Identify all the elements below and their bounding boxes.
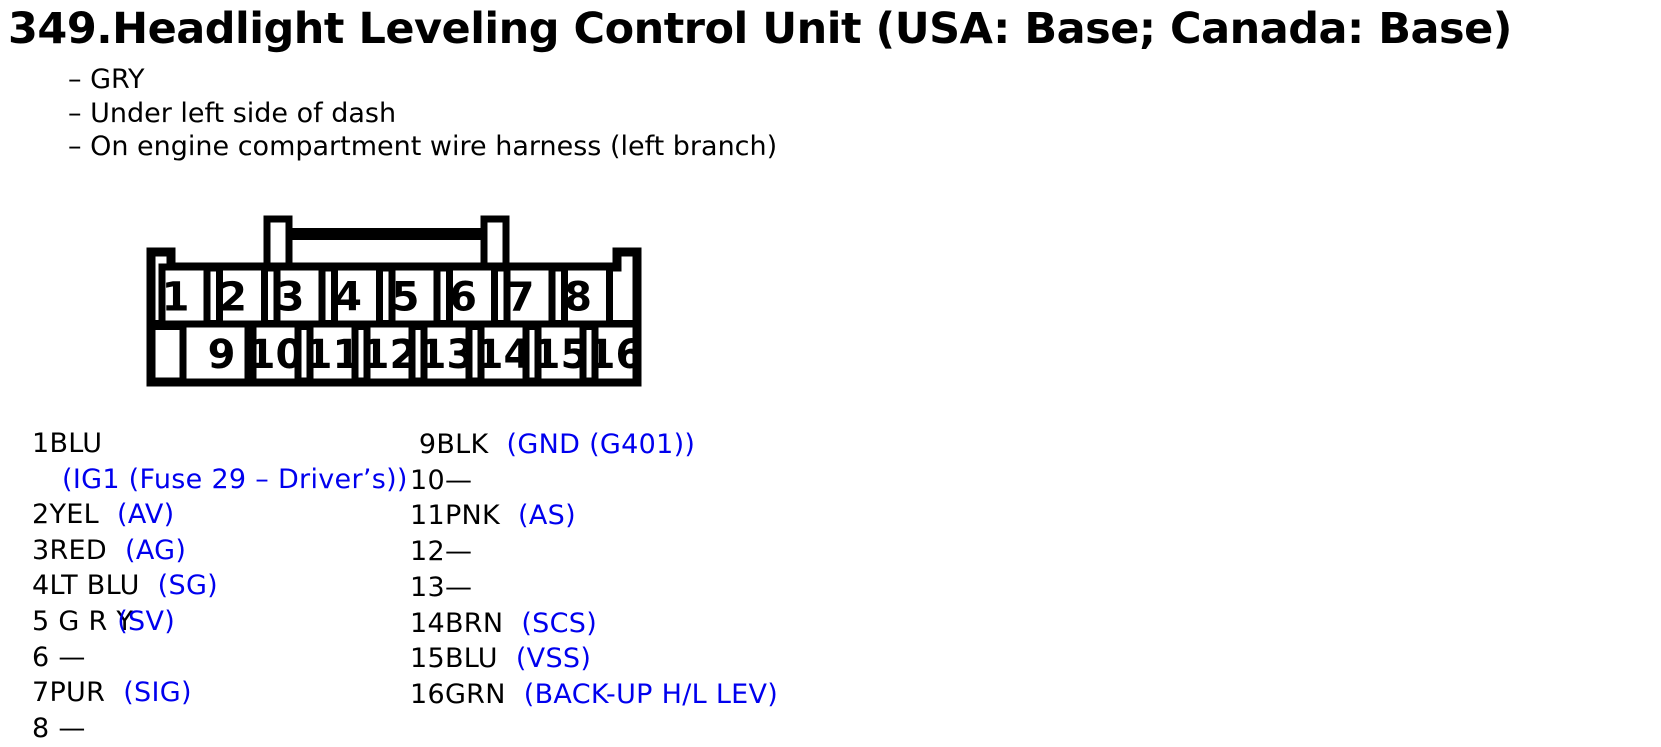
page-title: 349.Headlight Leveling Control Unit (USA… — [8, 4, 1512, 54]
connector-pin-cell — [534, 320, 587, 386]
connector-pin-number: 5 — [392, 275, 420, 321]
pin-label: 8 — — [32, 712, 86, 744]
bullet-item: – On engine compartment wire harness (le… — [68, 131, 778, 162]
pin-note: (SV) — [117, 605, 176, 637]
latch-bar — [286, 228, 486, 240]
pin-label: 5 G R Y — [32, 605, 134, 637]
pin-note: (AV) — [116, 499, 175, 531]
pin-label: 12— — [410, 536, 473, 568]
pin-note: (GND (G401)) — [506, 429, 696, 460]
pin-note: (AS) — [518, 500, 576, 532]
pin-note: (BACK-UP H/L LEV) — [523, 678, 779, 710]
pin-label: 7PUR — [32, 677, 106, 709]
connector-pin-number: 8 — [564, 275, 592, 321]
connector-pin-number: 13 — [419, 332, 475, 378]
pin-label: 9BLK — [410, 429, 489, 460]
pin-label: 16GRN — [410, 678, 506, 710]
pin-label: 1BLU — [32, 428, 103, 459]
pin-label: 2YEL — [32, 499, 99, 531]
pin-line: 12— — [410, 534, 778, 570]
connector-pin-number: 14 — [476, 332, 532, 378]
pin-line: 5 G R Y(SV) — [32, 604, 408, 640]
pin-label: 10— — [410, 464, 473, 496]
pin-line: 14BRN (SCS) — [410, 606, 778, 642]
connector-pin-cell — [249, 320, 302, 386]
connector-pin-number: 11 — [305, 332, 361, 378]
pin-note: (SG) — [157, 570, 219, 602]
latch-post-right — [480, 215, 510, 273]
pin-label: 6 — — [32, 641, 86, 673]
pin-note: (IG1 (Fuse 29 – Driver’s)) — [62, 463, 408, 495]
connector-pin-number: 3 — [277, 275, 305, 321]
pin-line: 16GRN (BACK-UP H/L LEV) — [410, 677, 778, 713]
connector-pin-cell — [420, 320, 473, 386]
connector-pin-cell — [561, 263, 613, 328]
bullet-item: – GRY — [68, 64, 145, 95]
pin-note: (SIG) — [123, 677, 192, 709]
pin-line: 13— — [410, 570, 778, 606]
connector-pin-number: 9 — [208, 332, 236, 378]
pin-note: (AG) — [125, 534, 187, 566]
connector-pin-cell — [179, 320, 252, 386]
pin-label: 14BRN — [410, 607, 504, 639]
pin-line: 9BLK (GND (G401)) — [410, 427, 778, 463]
pinout-left-column: 1BLU(IG1 (Fuse 29 – Driver’s))2YEL(AV)3R… — [32, 426, 408, 746]
pin-line: 11PNK (AS) — [410, 498, 778, 534]
connector-pin-number: 16 — [588, 332, 644, 378]
pin-line: 1BLU — [32, 426, 408, 462]
pin-line: 15BLU (VSS) — [410, 641, 778, 677]
pin-line: 8 — — [32, 711, 408, 747]
pin-note: (SCS) — [521, 607, 598, 639]
pin-label: 4LT BLU — [32, 570, 140, 602]
pinout-right-column: 9BLK (GND (G401)) 10— 11PNK (AS) 12—13— 14BRN (… — [410, 427, 778, 713]
pin-note: (VSS) — [515, 643, 592, 675]
pin-line: 3RED (AG) — [32, 533, 408, 569]
bullet-list: – GRY– Under left side of dash– On engin… — [68, 63, 777, 164]
connector-pin-cell — [591, 320, 640, 386]
bullet-item: – Under left side of dash — [68, 97, 397, 129]
pin-line: 4LT BLU (SG) — [32, 568, 408, 604]
pin-label: 11PNK — [410, 500, 501, 532]
connector-pin-number: 7 — [507, 275, 535, 321]
connector-pin-number: 1 — [162, 275, 190, 321]
pin-label: 3RED — [32, 534, 107, 566]
connector-pin-number: 6 — [449, 275, 477, 321]
connector-pin-number: 15 — [533, 332, 589, 378]
pin-label: 15BLU — [410, 643, 498, 675]
connector-pin-cell — [363, 320, 416, 386]
connector-pin-number: 2 — [219, 275, 247, 321]
pin-line: 7PUR (SIG) — [32, 675, 408, 711]
connector-pin-number: 12 — [362, 332, 418, 378]
connector-pin-number: 10 — [248, 332, 304, 378]
connector-pin-cell — [273, 263, 326, 328]
connector-pin-cell — [477, 320, 530, 386]
connector-pin-cell — [306, 320, 359, 386]
pin-line: (IG1 (Fuse 29 – Driver’s)) — [32, 462, 408, 498]
pin-line: 2YEL (AV) — [32, 497, 408, 533]
latch-post-left — [263, 215, 293, 273]
pin-label: 13— — [410, 571, 473, 603]
connector-pin-cell — [158, 263, 211, 328]
connector-pin-number: 4 — [334, 275, 362, 321]
pin-line: 10— — [410, 463, 778, 499]
pin-line: 6 — — [32, 640, 408, 676]
